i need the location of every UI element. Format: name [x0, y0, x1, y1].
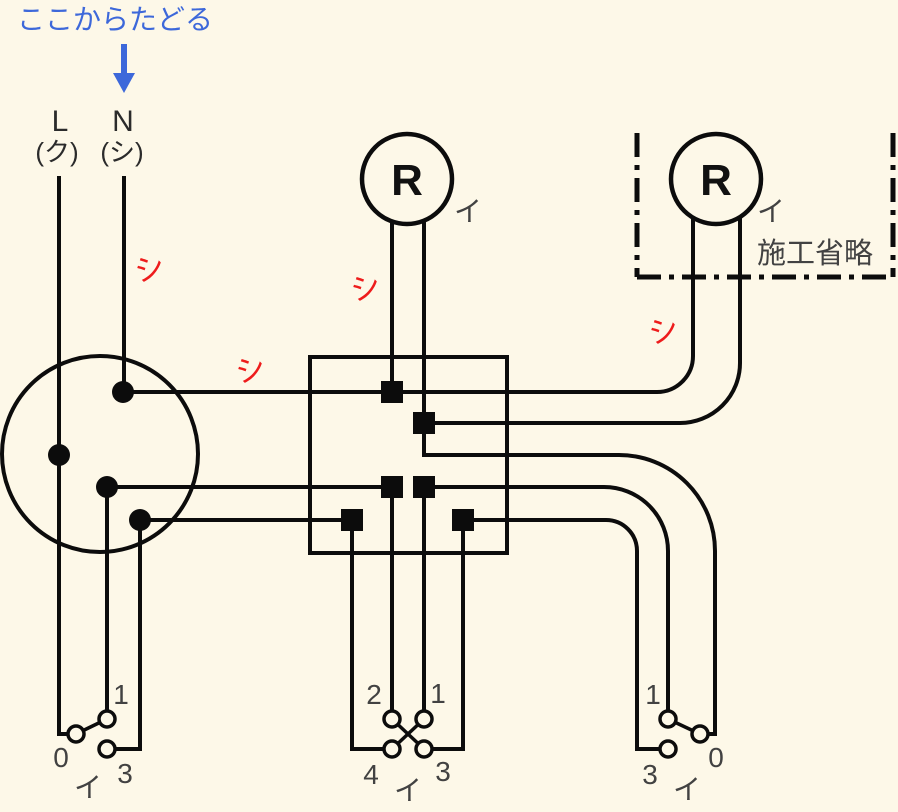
omission-label: 施工省略 — [757, 237, 873, 270]
switch-middle-terminal-1 — [414, 709, 434, 729]
wire-traveler2-right — [463, 518, 660, 751]
switch-right-terminal-1 — [658, 709, 678, 729]
switch-left-terminal-3 — [97, 739, 117, 759]
junction-nodes — [48, 381, 151, 531]
switch-left-terminal-0 — [66, 724, 86, 744]
wire-to-right-switch-common — [422, 423, 717, 736]
switch-middle: 2 1 4 3 イ — [363, 678, 451, 806]
junction-node-neutral — [112, 381, 134, 403]
lamp-left-circle — [359, 131, 455, 227]
wire-box-to-mid-switch-4 — [350, 520, 384, 751]
trace-hint: ここからたどる — [17, 4, 213, 93]
switch-right-circuit-label: イ — [673, 774, 701, 805]
wire-mark-3: シ — [347, 269, 385, 309]
switch-middle-label-3: 3 — [435, 756, 451, 787]
switch-middle-circuit-label: イ — [394, 775, 422, 806]
wire-traveler1-right — [424, 485, 670, 711]
switch-left-terminal-1 — [97, 709, 117, 729]
switch-left-label-1: 1 — [113, 679, 129, 710]
wire-box-to-mid-switch-3 — [432, 520, 465, 751]
power-source-labels: L N (ク) (シ) — [35, 105, 143, 167]
box-terminal-t1-left — [381, 476, 403, 498]
lamp-right-symbol: R — [700, 156, 732, 205]
wires — [57, 176, 742, 751]
lamp-right-circle — [668, 131, 764, 227]
box-terminal-neutral — [381, 381, 403, 403]
switch-middle-terminal-4 — [382, 739, 402, 759]
switch-left-label-3: 3 — [117, 758, 133, 789]
box-terminal-t2-left — [341, 509, 363, 531]
switch-right-label-3: 3 — [642, 759, 658, 790]
switch-right-terminal-3 — [658, 739, 678, 759]
red-wire-marks: シ シ シ シ — [131, 250, 683, 391]
switch-right-label-1: 1 — [645, 679, 661, 710]
junction-node-traveler2 — [129, 509, 151, 531]
switch-right: 1 0 3 イ — [642, 679, 724, 805]
switch-box-terminals — [341, 381, 474, 531]
junction-node-live — [48, 444, 70, 466]
trace-hint-label: ここからたどる — [17, 4, 213, 35]
wire-mark-2: シ — [232, 351, 270, 391]
switch-left: 1 0 3 イ — [53, 679, 133, 803]
switch-middle-label-2: 2 — [366, 679, 382, 710]
wire-mark-1: シ — [131, 250, 169, 290]
switch-middle-terminal-2 — [382, 709, 402, 729]
source-neutral-label: N — [112, 105, 134, 138]
source-neutral-kana-label: (シ) — [100, 137, 143, 167]
switch-middle-label-4: 4 — [363, 759, 379, 790]
wire-neutral-run — [123, 210, 695, 394]
omission-boundary — [634, 133, 896, 280]
trace-hint-arrow-head — [113, 73, 135, 93]
wire-live-feed — [57, 176, 68, 736]
junction-node-traveler1 — [96, 476, 118, 498]
lamp-left: R イ — [359, 131, 482, 227]
switch-middle-terminal-3 — [414, 739, 434, 759]
switch-left-circuit-label: イ — [74, 772, 102, 803]
switch-right-terminal-0 — [690, 724, 710, 744]
lamp-right: R イ — [668, 131, 785, 227]
wire-to-lamp-right — [424, 210, 742, 425]
source-live-label: L — [52, 105, 69, 138]
box-terminal-t1-right — [413, 476, 435, 498]
switch-box — [308, 355, 509, 555]
junction-box-circle — [0, 354, 200, 554]
switch-left-label-0: 0 — [53, 742, 69, 773]
switch-middle-label-1: 1 — [430, 678, 446, 709]
box-terminal-lamp — [413, 412, 435, 434]
wire-junction-to-left-switch-3 — [115, 520, 142, 751]
lamp-left-circuit-label: イ — [454, 196, 482, 227]
source-live-kana-label: (ク) — [35, 137, 78, 167]
box-terminal-t2-right — [452, 509, 474, 531]
lamp-left-symbol: R — [391, 156, 423, 205]
lamp-right-circuit-label: イ — [757, 196, 785, 227]
wire-mark-4: シ — [645, 312, 683, 352]
switch-right-label-0: 0 — [708, 742, 724, 773]
